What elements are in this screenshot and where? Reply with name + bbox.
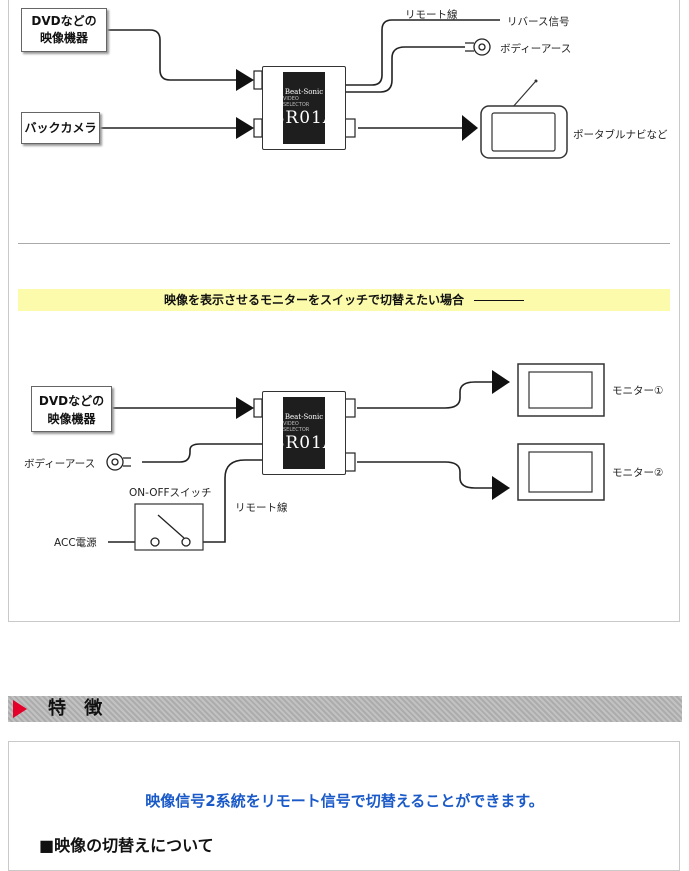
wire-remote-2 — [190, 459, 272, 543]
device-model: BR01A — [271, 433, 337, 453]
wire-earth-2 — [142, 443, 273, 463]
output-label: ポータブルナビなど — [573, 129, 668, 141]
monitor1-label: モニター① — [612, 385, 664, 397]
arrow-in-1 — [236, 69, 254, 91]
monitor2-icon — [517, 443, 605, 501]
wire-monitor2 — [357, 461, 492, 489]
arrow-monitor2 — [492, 476, 510, 500]
features-headline: 映像信号2系統をリモート信号で切替えることができます。 — [145, 792, 544, 810]
remote-wire-label-1: リモート線 — [405, 9, 458, 21]
reverse-signal-label: リバース信号 — [507, 16, 570, 28]
switch-label: ON-OFFスイッチ — [129, 487, 212, 499]
wire-earth-1 — [345, 46, 465, 93]
source2-line1: DVDなどの — [38, 394, 105, 408]
camera-label: バックカメラ — [24, 121, 97, 135]
device-brand: Beat-Sonic — [284, 88, 324, 96]
source-line1: DVDなどの — [31, 14, 97, 28]
features-title: 特 徴 — [48, 698, 109, 719]
br01a-device-1: Beat-Sonic VIDEO SELECTOR BR01A — [262, 66, 346, 150]
ring-terminal-icon — [106, 453, 131, 471]
portable-navi-icon — [480, 79, 568, 159]
dvd-source-box-2: DVDなどの 映像機器 — [31, 386, 112, 432]
arrow-monitor1 — [492, 370, 510, 394]
divider — [18, 243, 670, 244]
device-sub: VIDEO SELECTOR — [283, 421, 310, 433]
banner-text: 映像を表示させるモニターをスイッチで切替えたい場合 — [163, 293, 464, 307]
device-brand: Beat-Sonic — [284, 413, 324, 421]
wiring-diagram — [100, 19, 605, 551]
dvd-source-box-1: DVDなどの 映像機器 — [21, 8, 107, 52]
diagram-panel — [8, 0, 680, 622]
on-off-switch-icon — [134, 503, 204, 551]
body-earth-label-2: ボディーアース — [24, 458, 96, 470]
scenario-banner: 映像を表示させるモニターをスイッチで切替えたい場合 — [18, 289, 670, 311]
arrow-camera — [236, 117, 254, 139]
ring-terminal-icon — [465, 38, 491, 56]
body-earth-label-1: ボディーアース — [500, 43, 572, 55]
acc-power-label: ACC電源 — [54, 537, 97, 549]
device-model: BR01A — [271, 108, 337, 128]
wire-monitor1 — [357, 381, 492, 409]
monitor1-icon — [517, 363, 605, 417]
monitor2-label: モニター② — [612, 467, 664, 479]
br01a-device-2: Beat-Sonic VIDEO SELECTOR BR01A — [262, 391, 346, 475]
features-subheading: ■映像の切替えについて — [39, 836, 214, 855]
arrow-in-2 — [236, 397, 254, 419]
source2-line2: 映像機器 — [47, 412, 96, 426]
remote-wire-label-2: リモート線 — [235, 502, 288, 514]
device-sub: VIDEO SELECTOR — [283, 96, 310, 108]
arrow-output-1 — [462, 115, 478, 141]
red-triangle-icon — [13, 700, 27, 718]
source-line2: 映像機器 — [39, 31, 88, 45]
wire-source-1 — [107, 29, 236, 81]
wire-reverse-1 — [345, 19, 500, 86]
features-header: 特 徴 — [8, 696, 682, 722]
back-camera-box: バックカメラ — [21, 112, 100, 144]
